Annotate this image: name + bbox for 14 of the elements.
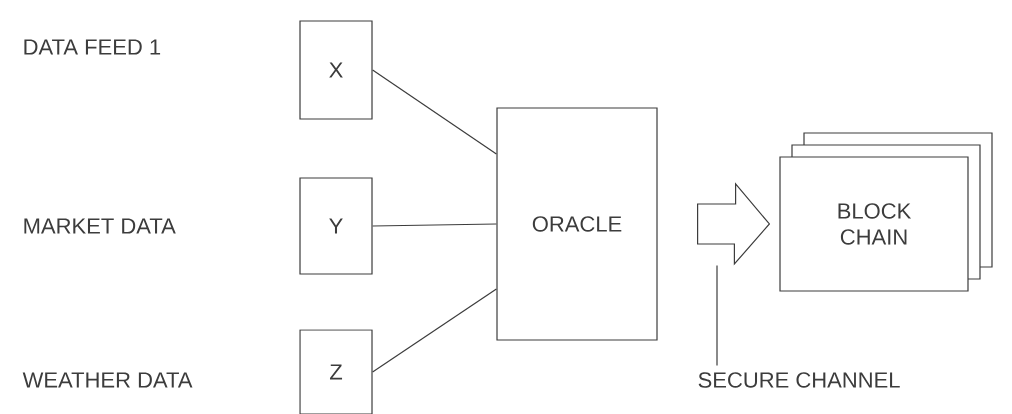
oracle-box: ORACLE xyxy=(496,107,658,341)
connector-line xyxy=(372,223,497,227)
source-box: Z xyxy=(299,329,373,414)
source-box: Y xyxy=(299,177,373,275)
stacked-box: BLOCK CHAIN xyxy=(779,132,993,292)
block-arrow xyxy=(697,182,771,266)
connector-line xyxy=(372,69,497,155)
source-box: X xyxy=(299,20,373,120)
channel-label: SECURE CHANNEL xyxy=(698,372,900,388)
connector-line xyxy=(372,288,497,373)
source-label: WEATHER DATA xyxy=(22,372,193,388)
source-label: MARKET DATA xyxy=(24,218,176,234)
leader-line xyxy=(716,265,718,367)
source-label: DATA FEED 1 xyxy=(24,39,161,55)
